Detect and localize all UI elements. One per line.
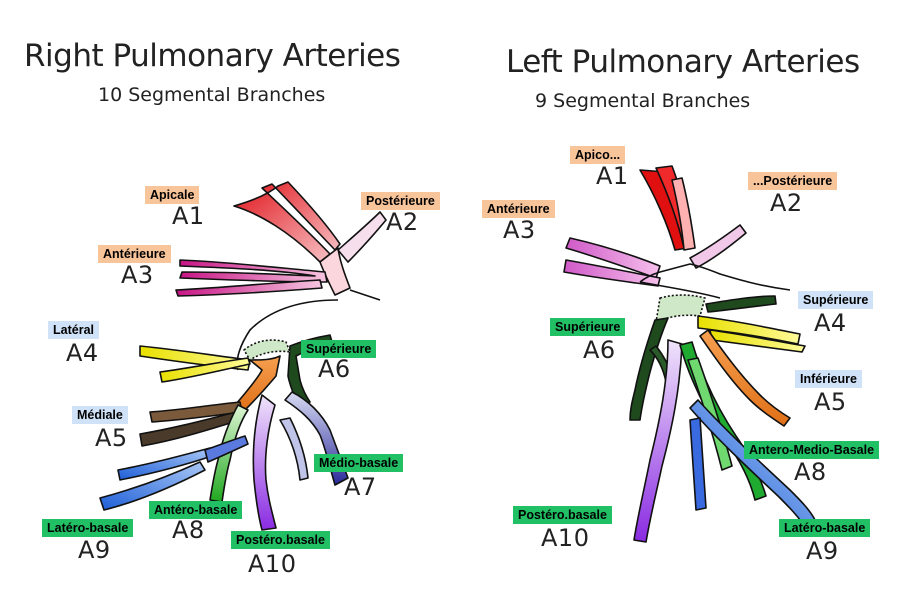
right-a4-label: Latéral: [48, 321, 99, 339]
right-a2-code: A2: [386, 208, 419, 236]
right-a3-label: Antérieure: [98, 245, 171, 263]
right-a10-label: Postéro.basale: [231, 531, 330, 549]
left-a8-code: A8: [794, 458, 827, 486]
left-a4-label: Supérieure: [798, 291, 874, 309]
right-a5-code: A5: [95, 424, 128, 452]
right-a8-code: A8: [172, 516, 205, 544]
right-artery-tree: [99, 181, 387, 531]
left-a10-code: A10: [541, 524, 590, 552]
right-title: Right Pulmonary Arteries: [24, 38, 401, 74]
right-a1-code: A1: [172, 202, 205, 230]
left-a10-label: Postéro.basale: [513, 506, 612, 524]
right-a10-code: A10: [248, 550, 297, 578]
right-a4-code: A4: [66, 339, 99, 367]
right-subtitle: 10 Segmental Branches: [98, 84, 326, 106]
left-a1-code: A1: [596, 162, 629, 190]
left-a6-code: A6: [583, 336, 616, 364]
left-a9-code: A9: [806, 537, 839, 565]
right-a2-label: Postérieure: [361, 192, 440, 210]
right-a9-code: A9: [78, 536, 111, 564]
left-a2-code: A2: [770, 189, 803, 217]
right-a8-label: Antéro-basale: [149, 501, 243, 519]
right-a6-label: Supérieure: [301, 340, 377, 358]
left-a6-label: Supérieure: [550, 318, 626, 336]
left-a3-code: A3: [503, 216, 536, 244]
left-a5-label: Inférieure: [795, 370, 862, 388]
right-a1-label: Apicale: [145, 186, 200, 204]
left-title: Left Pulmonary Arteries: [506, 44, 860, 80]
right-a7-code: A7: [344, 473, 377, 501]
left-a3-label: Antérieure: [482, 200, 555, 218]
right-a5-label: Médiale: [72, 406, 128, 424]
left-a1-label: Apico...: [570, 146, 626, 164]
left-a4-code: A4: [814, 309, 847, 337]
left-subtitle: 9 Segmental Branches: [535, 90, 751, 112]
left-artery-tree: [563, 165, 816, 543]
left-a9-label: Latéro-basale: [779, 519, 871, 537]
right-a7-label: Médio-basale: [314, 454, 404, 472]
right-a6-code: A6: [318, 355, 351, 383]
left-a8-label: Antero-Medio-Basale: [744, 441, 880, 459]
left-a5-code: A5: [814, 388, 847, 416]
left-a2-label: ...Postérieure: [748, 172, 838, 190]
right-a9-label: Latéro-basale: [42, 519, 134, 537]
right-a3-code: A3: [121, 261, 154, 289]
